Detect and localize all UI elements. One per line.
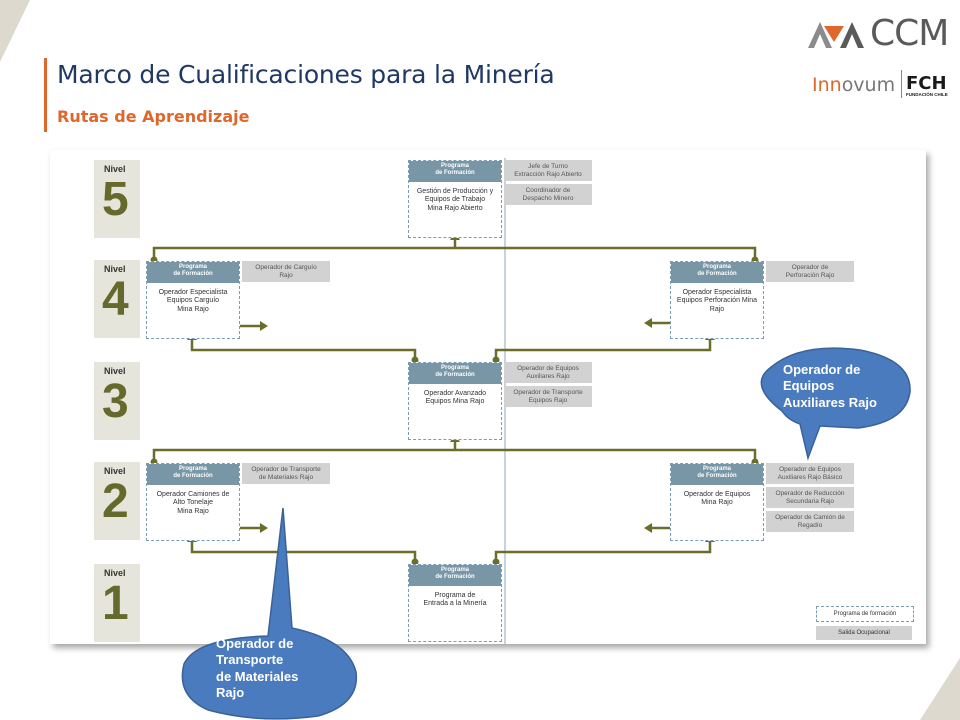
ccm-logo-mark — [808, 22, 864, 48]
diagram-connectors — [150, 158, 759, 644]
legend-occupational-exit: Salida Ocupacional — [816, 626, 912, 640]
job-level-5-a: Jefe de Turno Extracción Rajo Abierto — [504, 160, 592, 181]
job-level-4-left: Operador de Carguío Rajo — [242, 261, 330, 282]
corner-decoration-bottom-right — [920, 658, 960, 720]
program-level-4-right: Programa de Formación Operador Especiali… — [670, 261, 764, 339]
program-level-3: Programa de Formación Operador Avanzado … — [408, 362, 502, 440]
job-level-5-b: Coordinador de Despacho Minero — [504, 184, 592, 205]
callout-bubble-bottom — [181, 507, 358, 720]
ccm-logo-text: CCM — [870, 13, 949, 54]
job-level-2-right-b: Operador de Reducción Secundaria Rajo — [766, 487, 854, 508]
job-level-3-b: Operador de Transporte Equipos Rajo — [504, 386, 592, 407]
innovum-logo: Innovum — [812, 74, 896, 96]
corner-decoration-top-left — [0, 0, 30, 62]
page-title: Marco de Cualificaciones para la Minería — [57, 60, 555, 89]
program-level-2-left: Programa de Formación Operador Camiones … — [146, 463, 240, 541]
job-level-2-left: Operador de Transporte de Materiales Raj… — [242, 463, 330, 484]
program-level-1: Programa de Formación Programa de Entrad… — [408, 564, 502, 642]
page-subtitle: Rutas de Aprendizaje — [57, 107, 250, 126]
program-level-4-left: Programa de Formación Operador Especiali… — [146, 261, 240, 339]
title-accent-bar — [44, 58, 47, 132]
job-level-2-right-a: Operador de Equipos Auxiliares Rajo Bási… — [766, 463, 854, 484]
job-level-3-a: Operador de Equipos Auxiliares Rajo — [504, 362, 592, 383]
callout-right-text: Operador de Equipos Auxiliares Rajo — [783, 362, 877, 410]
callout-bottom-text: Operador de Transporte de Materiales Raj… — [216, 636, 299, 700]
fch-logo: FCH — [906, 73, 947, 94]
callout-bubble-right — [760, 347, 911, 461]
job-level-2-right-c: Operador de Camión de Regadío — [766, 511, 854, 532]
legend-program: Programa de formación — [816, 606, 914, 622]
fch-logo-subtitle: FUNDACIÓN CHILE — [906, 92, 948, 97]
program-level-5: Programa de Formación Gestión de Producc… — [408, 160, 502, 238]
program-level-2-right: Programa de Formación Operador de Equipo… — [670, 463, 764, 541]
logo-separator — [901, 70, 902, 98]
job-level-4-right: Operador de Perforación Rajo — [766, 261, 854, 282]
